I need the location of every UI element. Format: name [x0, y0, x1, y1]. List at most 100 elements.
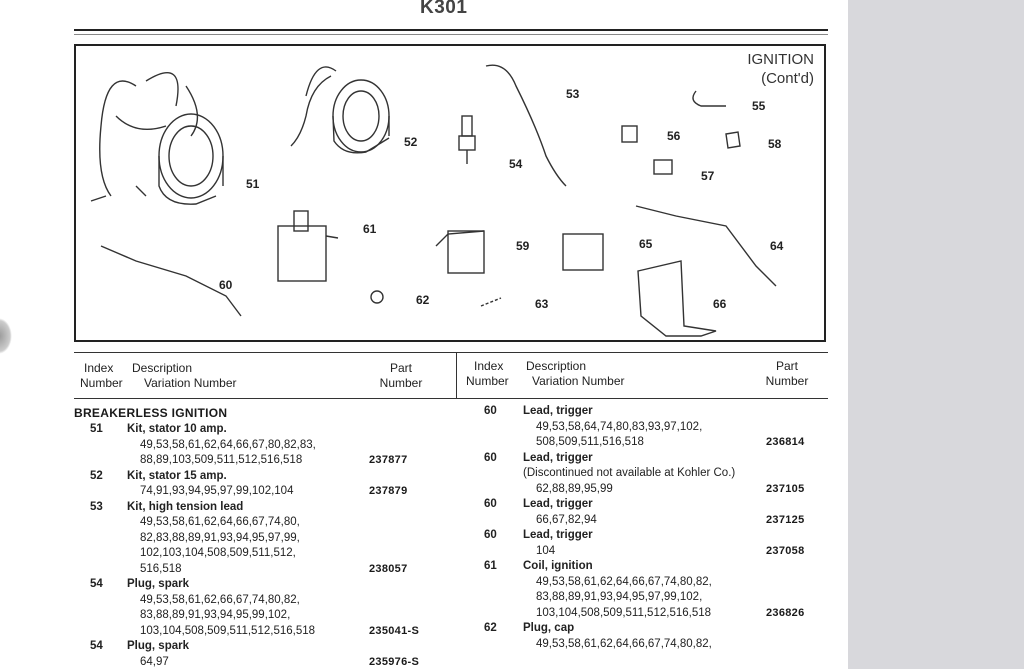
trigger-lead-drawing: [100, 245, 242, 317]
scan-blot: [0, 318, 12, 354]
part-56-drawing: [621, 125, 638, 143]
row-index: 60: [484, 451, 497, 464]
caption-line1: IGNITION: [747, 51, 814, 68]
figure-caption: IGNITION (Cont'd): [747, 50, 814, 88]
row-variation: 49,53,58,64,74,80,83,93,97,102,: [536, 420, 703, 433]
row-description: Lead, trigger: [523, 451, 593, 464]
callout-65: 65: [639, 237, 653, 251]
row-variation: 49,53,58,61,62,64,66,67,74,80,82,: [536, 575, 712, 588]
high-tension-lead-drawing: [485, 64, 567, 187]
part-55-drawing: [692, 90, 726, 107]
column-divider: [456, 352, 457, 398]
row-index: 53: [90, 500, 103, 513]
row-heading: 60 Lead, trigger: [484, 404, 593, 419]
stator-15-amp-drawing: [290, 66, 390, 154]
row-description: Lead, trigger: [523, 498, 593, 510]
row-description: Kit, stator 15 amp.: [127, 469, 227, 482]
part-64-drawing: [635, 205, 777, 287]
row-part-number: 237877: [369, 454, 408, 466]
row-description: Plug, spark: [127, 578, 189, 590]
section-heading: BREAKERLESS IGNITION: [74, 406, 228, 420]
row-variation: 66,67,82,94: [536, 513, 597, 526]
row-heading: 54 Plug, spark: [90, 639, 189, 654]
row-description: Kit, stator 10 amp.: [127, 423, 227, 435]
table-header-rule: [74, 398, 828, 399]
row-heading: 61 Coil, ignition: [484, 559, 593, 574]
spark-plug-drawing: [458, 115, 476, 164]
table-top-rule: [74, 352, 828, 353]
row-heading: 52 Kit, stator 15 amp.: [90, 469, 227, 484]
row-part-number: 238057: [369, 562, 408, 575]
row-heading: 53 Kit, high tension lead: [90, 500, 243, 515]
part-58-drawing: [725, 131, 741, 149]
title-rule-thin: [74, 34, 828, 35]
row-description: Plug, spark: [127, 640, 189, 652]
row-heading: 60 Lead, trigger: [484, 528, 593, 543]
callout-63: 63: [535, 297, 549, 311]
callout-52: 52: [404, 135, 418, 149]
row-part-number: 235041-S: [369, 624, 420, 637]
callout-55: 55: [752, 99, 766, 113]
row-index: 60: [484, 529, 497, 541]
caption-line2: (Cont'd): [761, 70, 814, 87]
row-heading: 54 Plug, spark: [90, 577, 189, 592]
row-variation: 104: [536, 544, 556, 557]
row-index: 60: [484, 405, 497, 417]
callout-61: 61: [363, 222, 377, 236]
part-65-drawing: [562, 233, 604, 271]
row-variation: 103,104,508,509,511,512,516,518: [536, 606, 712, 619]
page-title: K301: [420, 0, 468, 18]
row-description: Lead, trigger: [523, 405, 593, 417]
row-part-number: 237105: [766, 482, 805, 495]
row-variation: 49,53,58,61,62,64,66,67,74,80,82,: [536, 637, 712, 650]
row-part-number: 236814: [766, 436, 805, 448]
row-variation: 88,89,103,509,511,512,516,518: [140, 454, 303, 466]
row-index: 52: [90, 469, 103, 482]
side-panel: [848, 0, 1024, 669]
row-variation: 74,91,93,94,95,97,99,102,104: [140, 485, 294, 497]
row-part-number: 237125: [766, 513, 805, 526]
callout-56: 56: [667, 129, 681, 143]
row-variation: 64,97: [140, 655, 169, 668]
row-variation: 49,53,58,61,62,64,66,67,80,82,83,: [140, 438, 316, 451]
row-variation: 82,83,88,89,91,93,94,95,97,99,: [140, 531, 300, 544]
row-variation: 516,518: [140, 562, 182, 575]
row-variation: 49,53,58,61,62,64,66,67,74,80,: [140, 516, 300, 528]
callout-57: 57: [701, 169, 715, 183]
row-index: 54: [90, 640, 103, 652]
row-description: Lead, trigger: [523, 529, 593, 541]
row-variation: (Discontinued not available at Kohler Co…: [523, 467, 736, 479]
part-57-drawing: [653, 159, 673, 175]
row-variation: 49,53,58,61,62,66,67,74,80,82,: [140, 593, 300, 606]
part-66-drawing: [637, 260, 717, 337]
row-description: Coil, ignition: [523, 560, 593, 572]
row-index: 60: [484, 498, 497, 510]
row-variation: 103,104,508,509,511,512,516,518: [140, 624, 316, 637]
callout-53: 53: [566, 87, 580, 101]
row-index: 54: [90, 578, 103, 590]
callout-64: 64: [770, 239, 784, 253]
row-heading: 60 Lead, trigger: [484, 497, 593, 512]
callout-54: 54: [509, 157, 523, 171]
row-variation: 83,88,89,91,93,94,95,99,102,: [140, 609, 291, 621]
callout-62: 62: [416, 293, 430, 307]
row-description: Kit, high tension lead: [127, 500, 244, 513]
row-part-number: 237879: [369, 485, 408, 497]
ignition-coil-drawing: [277, 210, 339, 282]
row-variation: 62,88,89,95,99: [536, 482, 613, 495]
parts-illustration: IGNITION (Cont'd) 51 52 53 54 55 56 57 5…: [74, 44, 826, 342]
row-variation: 508,509,511,516,518: [536, 436, 644, 448]
row-variation: 102,103,104,508,509,511,512,: [140, 547, 296, 559]
callout-66: 66: [713, 297, 727, 311]
row-index: 61: [484, 560, 497, 572]
plug-cap-drawing: [370, 290, 384, 304]
part-63-drawing: [480, 297, 502, 307]
callout-60: 60: [219, 278, 233, 292]
